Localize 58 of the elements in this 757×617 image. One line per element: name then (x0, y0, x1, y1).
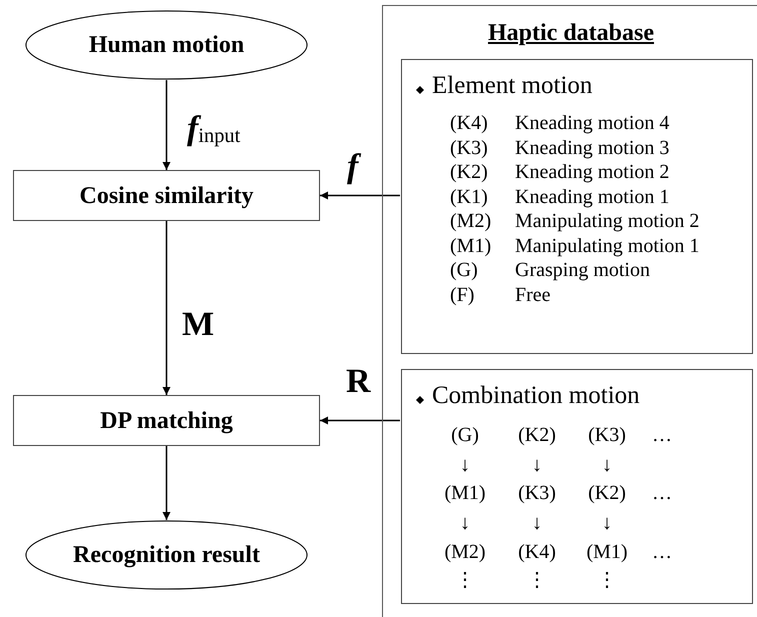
arrow (162, 221, 170, 395)
continuation-mark: ⋮ (597, 570, 617, 590)
motion-code: (K2) (450, 162, 488, 182)
motion-code: (M1) (586, 542, 628, 562)
motion-code: (G) (451, 425, 479, 445)
node-label: Recognition result (73, 543, 260, 567)
start-ellipse (25, 10, 308, 80)
node-label: Human motion (88, 33, 244, 57)
motion-name: Kneading motion 1 (515, 186, 670, 206)
motion-name: Manipulating motion 1 (515, 236, 700, 256)
panel-title: Haptic database (488, 21, 654, 45)
motion-code: (M2) (450, 211, 492, 231)
database-panel (382, 5, 757, 617)
continuation-mark: ⋮ (455, 570, 475, 590)
motion-name: Free (515, 284, 551, 304)
motion-name: Grasping motion (515, 260, 650, 280)
arrow (162, 80, 170, 170)
list-heading: Combination motion (432, 383, 640, 408)
motion-name: Kneading motion 3 (515, 138, 670, 158)
process-box (13, 170, 320, 221)
motion-name: Kneading motion 2 (515, 162, 670, 182)
sequence-arrow: ↓ (532, 455, 542, 475)
motion-code: (G) (450, 260, 478, 280)
motion-code: (K1) (450, 186, 488, 206)
sequence-arrow: ↓ (460, 455, 470, 475)
motion-code: (K3) (518, 483, 556, 503)
motion-code: (M2) (444, 542, 486, 562)
sequence-arrow: ↓ (460, 513, 470, 533)
continuation-mark: ⋮ (527, 570, 547, 590)
arrow (162, 446, 170, 520)
list-box (401, 369, 753, 604)
node-label: Cosine similarity (80, 184, 254, 208)
motion-code: (K3) (588, 425, 626, 445)
sequence-arrow: ↓ (532, 513, 542, 533)
motion-code: (K4) (518, 542, 556, 562)
sequence-arrow: ↓ (602, 513, 612, 533)
end-ellipse (25, 520, 308, 590)
continuation-mark: … (652, 542, 672, 562)
motion-code: (K4) (450, 113, 488, 133)
list-heading: Element motion (432, 73, 592, 98)
list-box (401, 59, 753, 354)
continuation-mark: … (652, 483, 672, 503)
arrow (320, 416, 400, 424)
motion-code: (K3) (450, 138, 488, 158)
edge-label: f$_{input}$ (185, 112, 242, 146)
motion-name: Kneading motion 4 (515, 113, 670, 133)
process-box (13, 395, 320, 446)
edge-label: f (345, 150, 360, 184)
continuation-mark: … (652, 425, 672, 445)
node-label: DP matching (100, 408, 233, 432)
motion-code: (F) (450, 284, 474, 304)
sequence-arrow: ↓ (602, 455, 612, 475)
motion-code: (K2) (588, 483, 626, 503)
motion-code: (M1) (444, 483, 486, 503)
motion-code: (K2) (518, 425, 556, 445)
motion-name: Manipulating motion 2 (515, 211, 700, 231)
arrow (320, 192, 400, 200)
motion-code: (M1) (450, 236, 492, 256)
